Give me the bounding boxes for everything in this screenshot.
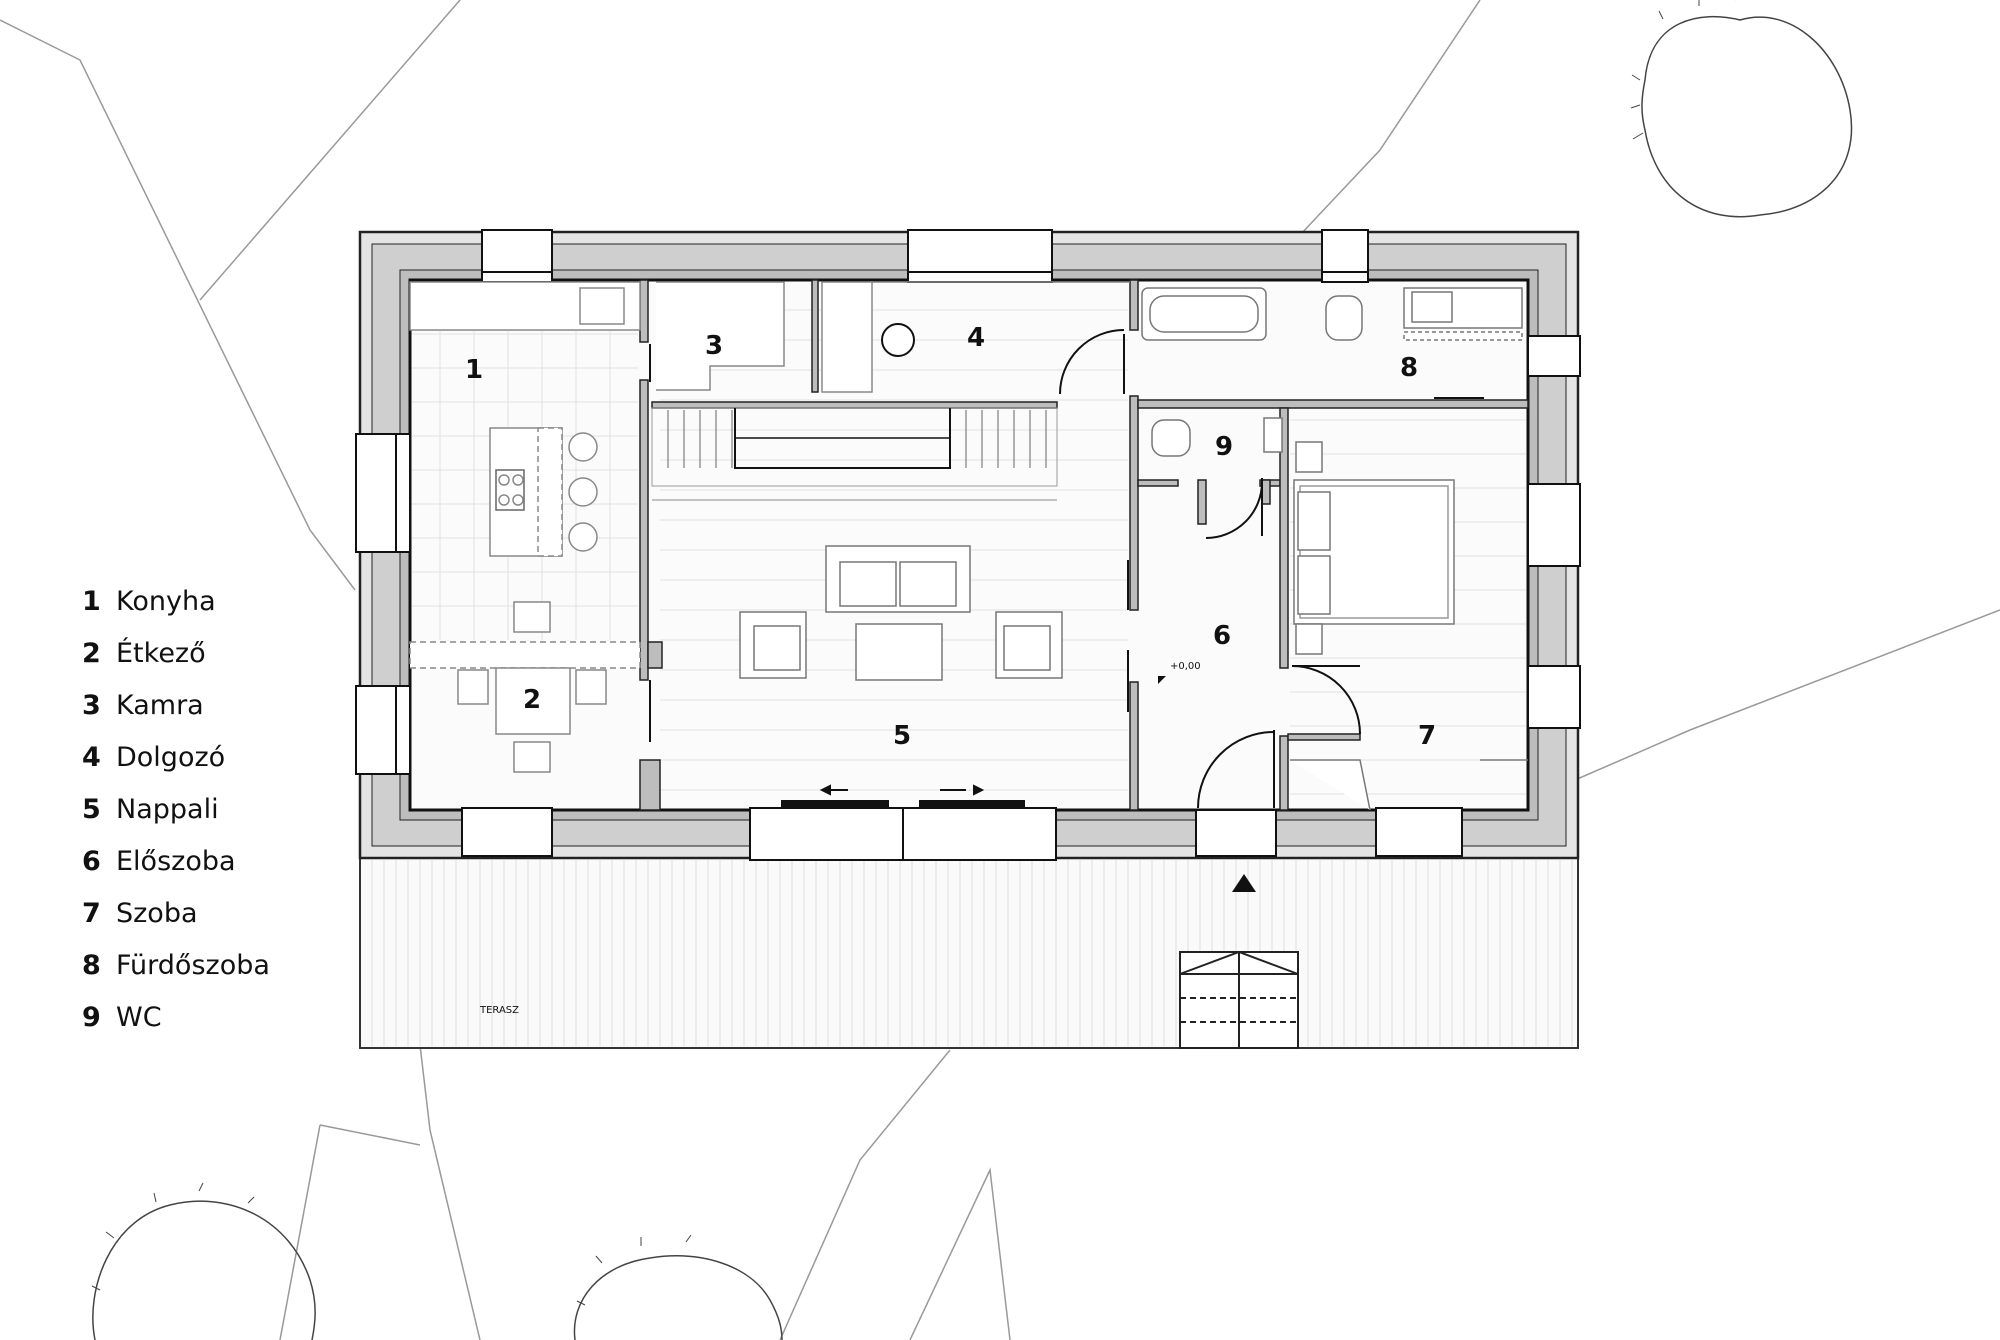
- tree-top-right: [1630, 0, 1853, 218]
- kitchen-furniture: [409, 281, 641, 773]
- outer-walls: [358, 230, 1580, 860]
- tree-bottom-center: [573, 1234, 783, 1340]
- interior-doors: [649, 329, 1484, 742]
- terrace-label: TERASZ: [479, 1005, 519, 1016]
- pantry-office-furniture: [656, 281, 1130, 393]
- terrace: TERASZ: [359, 857, 1579, 1049]
- sliding-door-arrows: [781, 784, 1025, 807]
- living-furniture: [739, 545, 1063, 681]
- room-number-5: 5: [893, 721, 911, 751]
- interior-walls: [639, 279, 1529, 811]
- room-number-1: 1: [465, 355, 483, 385]
- room-number-2: 2: [523, 685, 541, 715]
- room-number-6: 6: [1213, 621, 1231, 651]
- room-number-3: 3: [705, 331, 723, 361]
- level-label: +0,00: [1170, 661, 1201, 672]
- room-number-9: 9: [1215, 432, 1233, 462]
- room-number-8: 8: [1400, 353, 1418, 383]
- level-mark: +0,00: [1158, 661, 1201, 684]
- entrance-door: [1195, 730, 1277, 857]
- bedroom-furniture: [1290, 441, 1528, 811]
- room-number-7: 7: [1418, 721, 1436, 751]
- windows: [355, 229, 1581, 861]
- room-number-4: 4: [967, 323, 985, 353]
- bathroom-fixtures: [1141, 287, 1523, 457]
- entrance-arrow: [1232, 874, 1256, 892]
- entrance-steps: [1179, 950, 1299, 1049]
- room-numbers: 1 2 3 4 5 6 7 8 9: [465, 323, 1436, 751]
- staircase: [651, 407, 1058, 501]
- tree-bottom-left: [91, 1182, 316, 1340]
